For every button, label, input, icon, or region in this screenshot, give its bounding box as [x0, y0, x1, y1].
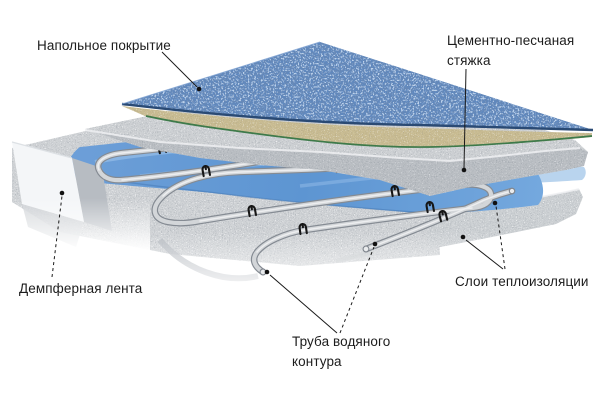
pipe-shadow-arc — [157, 238, 259, 282]
label-insulation: Слои теплоизоляции — [455, 274, 589, 289]
leader-damper-tape — [51, 195, 63, 278]
leader-pipe-solid — [269, 274, 338, 334]
leader-screed — [463, 68, 467, 169]
carpet-left-edge — [121, 41, 321, 105]
leader-dots — [59, 86, 498, 275]
underlay-green-edge — [145, 115, 593, 148]
label-damper-tape: Демпферная лента — [19, 281, 143, 296]
leader-lines — [51, 51, 506, 334]
label-floor-covering: Напольное покрытие — [37, 38, 171, 53]
pipe-end-cap — [508, 187, 516, 195]
leader-floor-covering — [161, 51, 198, 88]
carpet-front-edge — [121, 102, 594, 132]
pipe-end-cap — [362, 245, 370, 253]
leader-insulation-dashed — [495, 205, 506, 270]
leader-insulation-solid — [465, 239, 504, 270]
tape-fade — [0, 198, 150, 268]
screed-top-edge — [84, 129, 581, 163]
pipe-shadow-line — [335, 250, 375, 263]
pipe-highlight — [365, 190, 513, 250]
label-pipe: Труба водяного контура — [292, 334, 391, 370]
label-screed: Цементно-песчаная стяжка — [447, 33, 575, 69]
